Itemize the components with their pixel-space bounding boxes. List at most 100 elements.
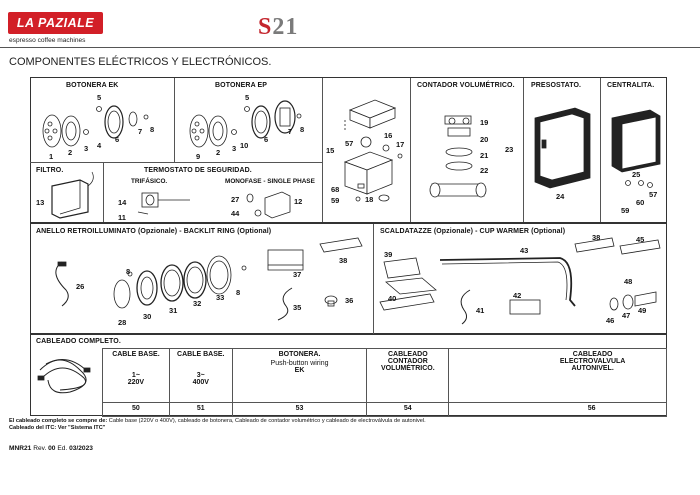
section-scaldatazze: SCALDATAZZE (Opzionale) - CUP WARMER (Op… <box>380 228 566 235</box>
cable-4-label-2: CONTADOR <box>387 358 428 365</box>
part-20: 20 <box>480 135 489 144</box>
part-17: 17 <box>396 140 405 149</box>
page-title: COMPONENTES ELÉCTRICOS Y ELECTRÓNICOS. <box>9 56 272 68</box>
footer-code: MNR21 <box>9 445 32 452</box>
brand-tagline: espresso coffee machines <box>9 37 86 44</box>
part-60: 60 <box>636 198 645 207</box>
part-3-ek: 3 <box>84 144 89 153</box>
part-11: 11 <box>118 213 126 222</box>
section-filtro: FILTRO. <box>36 167 64 174</box>
brand-logo: LA PAZIALE <box>8 12 103 34</box>
part-33: 33 <box>216 293 225 302</box>
header-divider <box>0 47 700 48</box>
part-19: 19 <box>480 118 489 127</box>
section-anello: ANELLO RETROILLUMINATO (Opzionale) - BAC… <box>36 228 272 235</box>
cable-1-label: CABLE BASE. <box>112 351 160 358</box>
part-27: 27 <box>231 195 240 204</box>
part-5-ek: 5 <box>97 93 102 102</box>
part-23: 23 <box>505 145 514 154</box>
part-6-ek: 6 <box>115 135 120 144</box>
section-termostato: TERMOSTATO DE SEGURIDAD. <box>144 167 252 174</box>
part-49: 49 <box>638 306 647 315</box>
divider-presostato-centralita <box>600 78 601 222</box>
part-32: 32 <box>193 299 202 308</box>
cable-5-label-3: AUTONIVEL. <box>571 365 614 372</box>
part-47: 47 <box>622 311 631 320</box>
note-1-text: Cable base (220V o 400V), cableado de bo… <box>108 418 426 424</box>
cable-5-label-1: CABLEADO <box>572 351 613 358</box>
section-monofase: MONOFASE - SINGLE PHASE <box>225 178 315 185</box>
part-57-center: 57 <box>345 139 354 148</box>
part-7-ep: 7 <box>288 127 293 136</box>
footer-rev-label: Rev. <box>33 445 47 452</box>
model-letter: S <box>258 14 273 40</box>
divider-row2 <box>30 162 322 163</box>
cable-3-value: EK <box>294 367 305 374</box>
cable-cell-1: CABLE BASE. 1~ 220V <box>102 348 170 403</box>
part-40: 40 <box>388 294 397 303</box>
part-37: 37 <box>293 270 302 279</box>
cable-cell-2: CABLE BASE. 3~ 400V <box>168 348 233 403</box>
model-title: S21 <box>258 14 298 41</box>
section-contador: CONTADOR VOLUMÉTRICO. <box>417 82 515 89</box>
cable-5-label-2: ELECTROVALVULA <box>559 358 626 365</box>
cable-table: CABLE BASE. 1~ 220V CABLE BASE. 3~ 400V … <box>102 348 667 417</box>
divider-contador-presostato <box>523 78 524 222</box>
part-9: 9 <box>196 152 201 161</box>
part-8-ep: 8 <box>300 125 305 134</box>
section-cableado: CABLEADO COMPLETO. <box>36 338 121 345</box>
part-2-ek: 2 <box>68 148 73 157</box>
part-43: 43 <box>520 246 529 255</box>
part-4: 4 <box>97 141 102 150</box>
section-centralita: CENTRALITA. <box>607 82 655 89</box>
part-28: 28 <box>118 318 127 327</box>
section-trifasico: TRIFÁSICO. <box>131 178 168 185</box>
part-68: 68 <box>331 185 340 194</box>
part-24: 24 <box>556 192 565 201</box>
part-41: 41 <box>476 306 485 315</box>
cable-1-phase: 1~ <box>131 372 140 379</box>
model-number: 21 <box>272 14 299 40</box>
note-1-bold: El cableado completo se compne de: <box>9 418 108 424</box>
part-7-ek: 7 <box>138 127 143 136</box>
part-25: 25 <box>632 170 641 179</box>
divider-ep-center <box>322 78 323 222</box>
part-13: 13 <box>36 198 45 207</box>
cable-3-label: BOTONERA. <box>278 351 321 358</box>
part-38-scaldatazze: 38 <box>592 233 601 242</box>
divider-ek-ep <box>174 78 175 162</box>
part-6-ep: 6 <box>264 135 269 144</box>
part-5-ep: 5 <box>245 93 250 102</box>
part-31: 31 <box>169 306 178 315</box>
cable-2-phase: 3~ <box>196 372 205 379</box>
cable-cell-4: CABLEADO CONTADOR VOLUMÉTRICO. <box>366 348 450 403</box>
cable-1-voltage: 220V <box>127 379 145 386</box>
part-10: 10 <box>240 141 249 150</box>
cable-4-label-3: VOLUMÉTRICO. <box>380 365 435 372</box>
part-30: 30 <box>143 312 152 321</box>
part-48: 48 <box>624 277 633 286</box>
divider-filtro-termostato <box>103 162 104 222</box>
note-itc: Cableado del ITC: Ver "Sistema ITC" <box>9 425 106 431</box>
part-57-centralita: 57 <box>649 190 658 199</box>
cable-4-label-1: CABLEADO <box>387 351 428 358</box>
section-botonera-ep: BOTONERA EP <box>215 82 268 89</box>
part-22: 22 <box>480 166 489 175</box>
cable-code-5: 56 <box>448 402 667 417</box>
cable-code-4: 54 <box>366 402 450 417</box>
part-8-anello-b: 8 <box>236 288 241 297</box>
part-15: 15 <box>326 146 335 155</box>
cable-2-label: CABLE BASE. <box>177 351 225 358</box>
part-59-centralita: 59 <box>621 206 630 215</box>
section-botonera-ek: BOTONERA EK <box>66 82 119 89</box>
part-36: 36 <box>345 296 354 305</box>
part-14: 14 <box>118 198 127 207</box>
part-3-ep: 3 <box>232 144 237 153</box>
cable-code-3: 53 <box>231 402 368 417</box>
part-35: 35 <box>293 303 302 312</box>
section-presostato: PRESOSTATO. <box>531 82 582 89</box>
part-45: 45 <box>636 235 645 244</box>
footer-ed: 03/2023 <box>69 445 93 452</box>
divider-center-contador <box>410 78 411 222</box>
part-12: 12 <box>294 197 303 206</box>
